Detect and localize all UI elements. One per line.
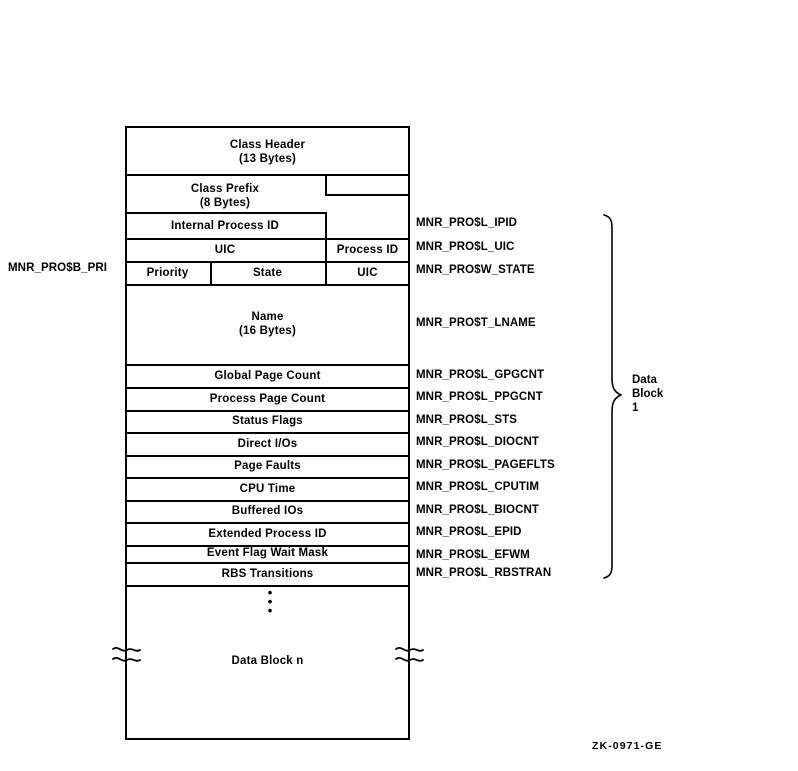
- divider-rbs-transitions: [125, 585, 410, 587]
- vdivider-process-id-column: [325, 212, 327, 284]
- divider-class-prefix: [125, 212, 325, 214]
- symbol-pri: MNR_PRO$B_PRI: [8, 262, 108, 274]
- cell-cpu-time: CPU Time: [239, 483, 296, 495]
- divider-uic: [125, 261, 410, 263]
- divider-cpu-time: [125, 500, 410, 502]
- cell-state: State: [252, 267, 283, 279]
- cell-uic-2: UIC: [357, 267, 378, 279]
- symbol-cputim: MNR_PRO$L_CPUTIM: [416, 481, 540, 493]
- divider-priority-row: [125, 284, 410, 286]
- vdivider-prefix-step: [325, 174, 327, 194]
- cell-event-flag-wait-mask: Event Flag Wait Mask: [206, 547, 329, 559]
- symbol-ppgcnt: MNR_PRO$L_PPGCNT: [416, 391, 543, 403]
- cell-class-prefix: Class Prefix (8 Bytes): [190, 183, 260, 209]
- data-block-brace-icon: [603, 214, 622, 579]
- cell-uic: UIC: [214, 244, 236, 256]
- divider-buffered-ios: [125, 522, 410, 524]
- symbol-sts: MNR_PRO$L_STS: [416, 414, 517, 426]
- symbol-ipid: MNR_PRO$L_IPID: [416, 217, 518, 229]
- divider-prefix-step: [325, 194, 410, 196]
- cell-process-id: Process ID: [336, 244, 399, 256]
- vertical-ellipsis-icon: •••: [267, 585, 273, 618]
- symbol-biocnt: MNR_PRO$L_BIOCNT: [416, 504, 540, 516]
- vdivider-priority-state: [210, 261, 212, 284]
- cell-data-block-n: Data Block n: [231, 655, 304, 667]
- divider-name: [125, 364, 410, 366]
- symbol-efwm: MNR_PRO$L_EFWM: [416, 549, 530, 561]
- divider-status-flags: [125, 432, 410, 434]
- figure-id: ZK-0971-GE: [592, 740, 663, 752]
- cell-page-faults: Page Faults: [234, 460, 301, 472]
- cell-direct-ios: Direct I/Os: [237, 438, 298, 450]
- data-block-1-label: Data Block 1: [632, 374, 664, 414]
- cell-class-header: Class Header (13 Bytes): [229, 139, 306, 165]
- cell-internal-process-id: Internal Process ID: [171, 220, 279, 232]
- symbol-rbstran: MNR_PRO$L_RBSTRAN: [416, 567, 552, 579]
- cell-process-page-count: Process Page Count: [209, 393, 326, 405]
- cell-name: Name (16 Bytes): [239, 311, 296, 337]
- divider-event-flag-wait-mask: [125, 562, 410, 564]
- symbol-uic: MNR_PRO$L_UIC: [416, 241, 515, 253]
- cell-extended-process-id: Extended Process ID: [208, 528, 327, 540]
- symbol-pageflts: MNR_PRO$L_PAGEFLTS: [416, 459, 555, 471]
- divider-global-page-count: [125, 387, 410, 389]
- divider-extended-process-id: [125, 545, 410, 547]
- cell-priority: Priority: [146, 267, 189, 279]
- divider-internal-process-id: [125, 238, 410, 240]
- symbol-gpgcnt: MNR_PRO$L_GPGCNT: [416, 369, 545, 381]
- symbol-diocnt: MNR_PRO$L_DIOCNT: [416, 436, 540, 448]
- cell-global-page-count: Global Page Count: [214, 370, 321, 382]
- cell-buffered-ios: Buffered IOs: [231, 505, 304, 517]
- cell-status-flags: Status Flags: [232, 415, 303, 427]
- symbol-lname: MNR_PRO$T_LNAME: [416, 317, 536, 329]
- divider-process-page-count: [125, 410, 410, 412]
- symbol-epid: MNR_PRO$L_EPID: [416, 526, 522, 538]
- divider-direct-ios: [125, 455, 410, 457]
- divider-class-header: [125, 174, 410, 176]
- cell-rbs-transitions: RBS Transitions: [221, 568, 314, 580]
- divider-page-faults: [125, 477, 410, 479]
- symbol-state: MNR_PRO$W_STATE: [416, 264, 535, 276]
